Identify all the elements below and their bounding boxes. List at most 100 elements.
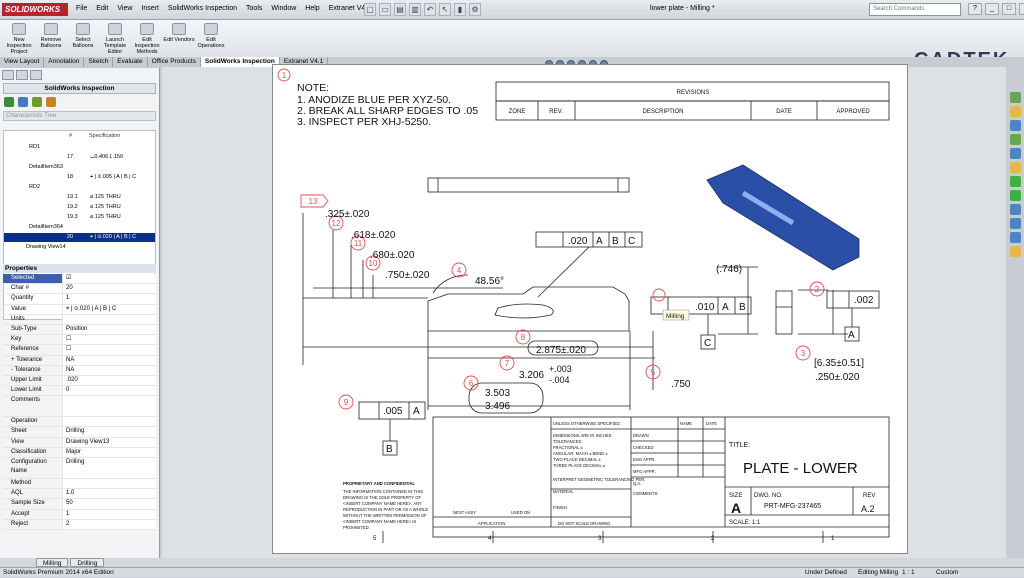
fcf-flatness-value[interactable]: .005 [383,406,403,417]
command-edit-vendors[interactable]: Edit Vendors [162,23,196,43]
tab-evaluate[interactable]: Evaluate [113,57,148,67]
dim-750b[interactable]: .750 [671,379,691,390]
property-row[interactable]: Upper Limit.020 [3,375,156,387]
dim-746[interactable]: (.746) [716,264,742,275]
menu-item-file[interactable]: File [76,5,88,12]
dim-3496[interactable]: 3.496 [485,401,510,412]
command-new-inspection-project[interactable]: New Inspection Project [2,23,36,55]
property-value[interactable]: Drawing View13 [63,437,156,447]
drawing-sheet[interactable]: 1 2 3 4 5 6 7 8 9 10 11 12 13 NOTE: 1. A… [272,64,908,554]
property-manager-tab-icon[interactable] [16,70,28,80]
file-explorer-icon[interactable] [1010,120,1021,131]
rebuild-icon[interactable]: ▮ [454,3,466,16]
property-value[interactable]: .020 [63,375,156,386]
open-file-icon[interactable]: ▭ [379,3,391,16]
dim-angle[interactable]: 48.56° [475,276,504,287]
tree-icon[interactable] [32,97,42,107]
property-value[interactable]: Drilling [63,427,156,437]
property-value[interactable]: 50 [63,499,156,509]
tab-extranet-v4-1[interactable]: Extranet V4.1 [280,57,329,67]
property-value[interactable]: 1 [63,509,156,519]
property-value[interactable]: 1 [63,294,156,304]
export-icon[interactable] [46,97,56,107]
add-characteristic-icon[interactable] [4,97,14,107]
command-select-balloons[interactable]: Select Balloons [66,23,100,49]
green-tab-2-icon[interactable] [1010,190,1021,201]
property-row[interactable]: Method [3,479,156,490]
menu-item-insert[interactable]: Insert [141,5,159,12]
tree-row[interactable]: Drawing View14 [4,243,155,252]
property-value[interactable]: ☐ [63,335,156,345]
green-tab-1-icon[interactable] [1010,176,1021,187]
yellow-tab-icon[interactable] [1010,246,1021,257]
save-icon[interactable]: ▤ [394,3,406,16]
print-icon[interactable]: ▥ [409,3,421,16]
dim-635[interactable]: [6.35±0.51] [814,358,864,369]
command-edit-operations[interactable]: Edit Operations [194,23,228,49]
tree-row[interactable]: RD2 [4,183,155,192]
inspection-tab-icon[interactable] [30,70,42,80]
sheet-tab-milling[interactable]: Milling [36,558,69,567]
tree-row[interactable]: 18⌖ | ⌀.005 | A | B | C [4,173,155,182]
tree-row[interactable]: 17⌴0.406 ↧.156 [4,153,155,162]
help-button[interactable]: ? [968,3,982,15]
sheet-tab-drilling[interactable]: Drilling [70,558,105,567]
property-value[interactable]: NA [63,365,156,375]
blue-tab-1-icon[interactable] [1010,204,1021,215]
select-icon[interactable]: ↖ [439,3,451,16]
property-value[interactable]: 2 [63,519,156,529]
tab-annotation[interactable]: Annotation [44,57,85,67]
property-value[interactable]: NA [63,355,156,365]
minimize-button[interactable]: _ [985,3,999,15]
property-value[interactable] [63,479,156,489]
dim-250[interactable]: .250±.020 [815,372,860,383]
property-value[interactable]: Drilling [63,458,156,478]
blue-tab-2-icon[interactable] [1010,218,1021,229]
dim-325[interactable]: .325±.020 [325,209,370,220]
dim-2875[interactable]: 2.875±.020 [536,345,586,356]
menu-item-extranet-v4-1[interactable]: Extranet V4.1 [328,5,372,12]
property-row[interactable]: Operation [3,417,156,428]
dim-680[interactable]: .680±.020 [370,250,415,261]
property-value[interactable] [63,417,156,427]
maximize-button[interactable]: □ [1002,3,1016,15]
command-remove-balloons[interactable]: Remove Balloons [34,23,68,49]
property-row[interactable]: Value⌖ | ⌀.020 | A | B | C [3,304,156,315]
design-library-icon[interactable] [1010,106,1021,117]
property-value[interactable]: ☑ [63,274,156,284]
tree-row[interactable]: 19.3⌀.125 THRU [4,213,155,222]
tree-row[interactable]: 19.1⌀.125 THRU [4,193,155,202]
dim-618[interactable]: .618±.020 [351,230,396,241]
tab-view-layout[interactable]: View Layout [0,57,45,67]
fcf-parallelism-value[interactable]: .002 [854,295,874,306]
property-row[interactable]: Key☐ [3,335,156,346]
menu-item-tools[interactable]: Tools [246,5,263,12]
property-row[interactable]: Units [3,314,156,325]
dim-3206[interactable]: 3.206 [519,370,544,381]
property-value[interactable]: ⌖ | ⌀.020 | A | B | C [63,304,156,314]
property-value[interactable]: ☐ [63,345,156,355]
new-file-icon[interactable]: ▢ [364,3,376,16]
property-value[interactable] [63,396,156,417]
status-units[interactable]: Custom [936,569,959,576]
appearances-icon[interactable] [1010,148,1021,159]
solidworks-logo[interactable]: SOLIDWORKS [2,3,68,16]
tab-solidworks-inspection[interactable]: SolidWorks Inspection [200,57,280,67]
tree-row[interactable]: DetailItem364 [4,223,155,232]
blue-tab-3-icon[interactable] [1010,232,1021,243]
menu-item-window[interactable]: Window [271,5,297,12]
property-row[interactable]: Reference☐ [3,345,156,356]
tree-row[interactable]: DetailItem363 [4,163,155,172]
menu-item-edit[interactable]: Edit [96,5,109,12]
feature-tree-tab-icon[interactable] [2,70,14,80]
property-value[interactable]: Position [63,324,156,335]
